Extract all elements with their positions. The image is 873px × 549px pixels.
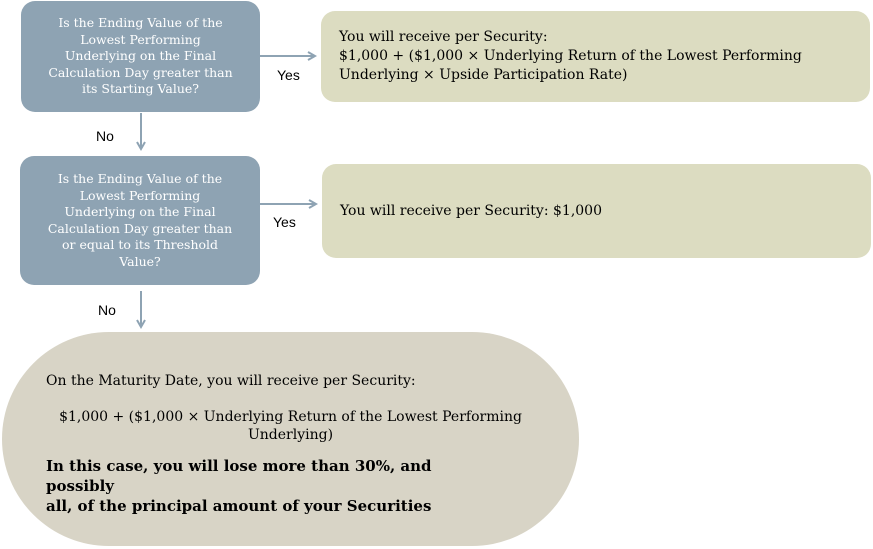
no-label-1: No [96, 128, 114, 144]
loss-warning-line: all, of the principal amount of your Sec… [46, 497, 432, 515]
question-box-1: Is the Ending Value of the Lowest Perfor… [21, 1, 260, 112]
answer-1-line: You will receive per Security: [339, 29, 548, 45]
question-1-line: Calculation Day greater than [48, 64, 233, 80]
question-1-line: Underlying on the Final [64, 48, 217, 64]
question-1-line: Lowest Performing [80, 31, 201, 47]
question-box-2: Is the Ending Value of the Lowest Perfor… [20, 156, 260, 285]
no-label-2: No [98, 302, 116, 318]
question-2-line: Lowest Performing [79, 187, 201, 203]
loss-warning-line: In this case, you will lose more than 30… [46, 457, 432, 495]
final-formula-line: $1,000 + ($1,000 × Underlying Return of … [59, 409, 522, 425]
final-formula-line: Underlying) [247, 427, 334, 443]
question-2-line: Value? [119, 253, 161, 269]
answer-1-line: Underlying × Upside Participation Rate) [339, 67, 628, 83]
question-2-line: or equal to its Threshold [61, 237, 219, 252]
question-1-line: Is the Ending Value of the [58, 15, 223, 31]
answer-2-line: You will receive per Security: $1,000 [340, 202, 602, 219]
final-outcome-box: On the Maturity Date, you will receive p… [2, 332, 579, 546]
question-1-line: its Starting Value? [82, 81, 199, 97]
answer-box-1: You will receive per Security: $1,000 + … [321, 11, 870, 102]
question-2-line: Underlying on the Final [64, 204, 216, 219]
yes-label-2: Yes [273, 214, 296, 230]
answer-box-2: You will receive per Security: $1,000 [322, 164, 871, 258]
answer-1-line: $1,000 + ($1,000 × Underlying Return of … [339, 48, 802, 64]
question-2-line: Is the Ending Value of the [57, 171, 223, 186]
question-2-text: Is the Ending Value of the Lowest Perfor… [48, 171, 232, 270]
loss-warning: In this case, you will lose more than 30… [46, 456, 539, 516]
question-2-line: Calculation Day greater than [47, 220, 233, 236]
yes-label-1: Yes [277, 67, 300, 83]
question-1-text: Is the Ending Value of the Lowest Perfor… [48, 15, 232, 98]
final-formula: $1,000 + ($1,000 × Underlying Return of … [46, 408, 539, 444]
final-intro-text: On the Maturity Date, you will receive p… [46, 373, 416, 389]
